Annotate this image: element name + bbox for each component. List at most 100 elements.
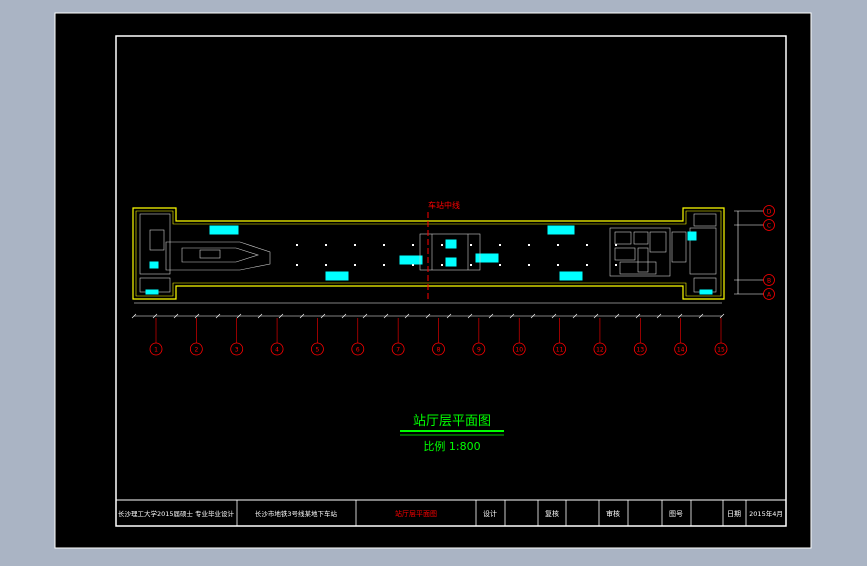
column-dot xyxy=(354,264,356,266)
dimension-tick xyxy=(635,313,641,319)
row-bubble: B xyxy=(734,274,775,286)
dimension-tick xyxy=(299,313,305,319)
cyan-equipment xyxy=(145,225,713,295)
column-dot xyxy=(586,264,588,266)
left-equipment-area xyxy=(139,213,271,293)
column-dot xyxy=(354,244,356,246)
dimension-tick xyxy=(152,313,158,319)
dimension-tick xyxy=(656,313,662,319)
column-dot xyxy=(470,264,472,266)
axis-number: 1 xyxy=(154,347,158,354)
title-block: 长沙理工大学2015届硕士 专业毕业设计 长沙市地铁3号线某地下车站 站厅层平面… xyxy=(115,499,787,527)
row-bubbles: DC BA xyxy=(734,205,775,300)
drawing-name-label: 站厅层平面图 xyxy=(395,509,437,518)
column-dot xyxy=(412,244,414,246)
dimension-tick xyxy=(572,313,578,319)
axis-bubble: 3 xyxy=(230,318,244,356)
column-dot xyxy=(441,244,443,246)
central-concourse xyxy=(419,233,481,271)
axis-bubble: 1 xyxy=(149,318,163,356)
axis-number: 15 xyxy=(717,347,725,354)
axis-ticks xyxy=(131,313,725,319)
column-dot xyxy=(470,244,472,246)
axis-number: 3 xyxy=(235,347,239,354)
review-label: 复核 xyxy=(545,509,559,518)
dimension-tick xyxy=(320,313,326,319)
axis-bubble: 10 xyxy=(512,318,526,356)
design-label: 设计 xyxy=(483,509,497,518)
dimension-tick xyxy=(719,313,725,319)
axis-number: 2 xyxy=(194,347,198,354)
axis-number: 10 xyxy=(515,347,523,354)
column-dot xyxy=(412,264,414,266)
axis-number: 9 xyxy=(477,347,481,354)
dimension-tick xyxy=(698,313,704,319)
dimension-tick xyxy=(551,313,557,319)
dimension-tick xyxy=(467,313,473,319)
dimension-tick xyxy=(257,313,263,319)
dimension-tick xyxy=(530,313,536,319)
column-dot xyxy=(325,264,327,266)
dimension-tick xyxy=(278,313,284,319)
axis-number: 12 xyxy=(596,347,604,354)
sheet-no-label: 图号 xyxy=(669,510,683,518)
dimension-tick xyxy=(404,313,410,319)
column-dot xyxy=(296,244,298,246)
axis-bubble: 12 xyxy=(593,318,607,356)
dimension-tick xyxy=(509,313,515,319)
axis-bubble: 14 xyxy=(674,318,688,356)
axis-bubble: 2 xyxy=(189,318,203,356)
row-letter: B xyxy=(767,277,771,284)
dimension-tick xyxy=(614,313,620,319)
dimension-tick xyxy=(383,313,389,319)
axis-number: 4 xyxy=(275,347,279,354)
axis-number: 11 xyxy=(556,347,564,354)
column-dot xyxy=(441,264,443,266)
axis-bubble: 4 xyxy=(270,318,284,356)
axis-bubble: 7 xyxy=(391,318,405,356)
school-label: 长沙理工大学2015届硕士 专业毕业设计 xyxy=(118,509,235,518)
column-dot xyxy=(296,264,298,266)
column-dot xyxy=(615,264,617,266)
axis-bubble: 9 xyxy=(472,318,486,356)
column-dot xyxy=(325,244,327,246)
dimension-tick xyxy=(215,313,221,319)
dimension-tick xyxy=(677,313,683,319)
axis-number: 14 xyxy=(677,347,685,354)
station-outline xyxy=(132,207,725,300)
row-letter: D xyxy=(767,208,772,215)
sheet xyxy=(54,12,812,549)
axis-bubble: 15 xyxy=(714,318,728,356)
axis-bubble: 11 xyxy=(553,318,566,356)
axis-number: 13 xyxy=(636,347,644,354)
axis-bubble: 5 xyxy=(311,318,324,356)
column-dot xyxy=(528,264,530,266)
approve-label: 审核 xyxy=(606,509,620,518)
column-dot xyxy=(557,244,559,246)
dimension-tick xyxy=(173,313,179,319)
column-dots xyxy=(296,244,617,266)
dimension-tick xyxy=(446,313,452,319)
row-letter: C xyxy=(767,222,771,229)
date-label: 日期 xyxy=(727,510,741,518)
dimension-tick xyxy=(236,313,242,319)
dimension-tick xyxy=(425,313,431,319)
axis-number: 7 xyxy=(396,347,400,354)
column-dot xyxy=(528,244,530,246)
dimension-tick xyxy=(593,313,599,319)
axis-number: 5 xyxy=(316,347,320,354)
dimension-tick xyxy=(131,313,137,319)
axis-bubble: 8 xyxy=(432,318,445,356)
column-dot xyxy=(499,264,501,266)
row-letter: A xyxy=(767,291,772,298)
center-line-label: 车站中线 xyxy=(428,200,460,210)
axis-number: 8 xyxy=(437,347,441,354)
row-bubble: D xyxy=(734,205,775,217)
project-label: 长沙市地铁3号线某地下车站 xyxy=(255,509,338,518)
right-equipment-area xyxy=(609,213,717,293)
dimension-tick xyxy=(362,313,368,319)
axis-bubble: 13 xyxy=(633,318,647,356)
